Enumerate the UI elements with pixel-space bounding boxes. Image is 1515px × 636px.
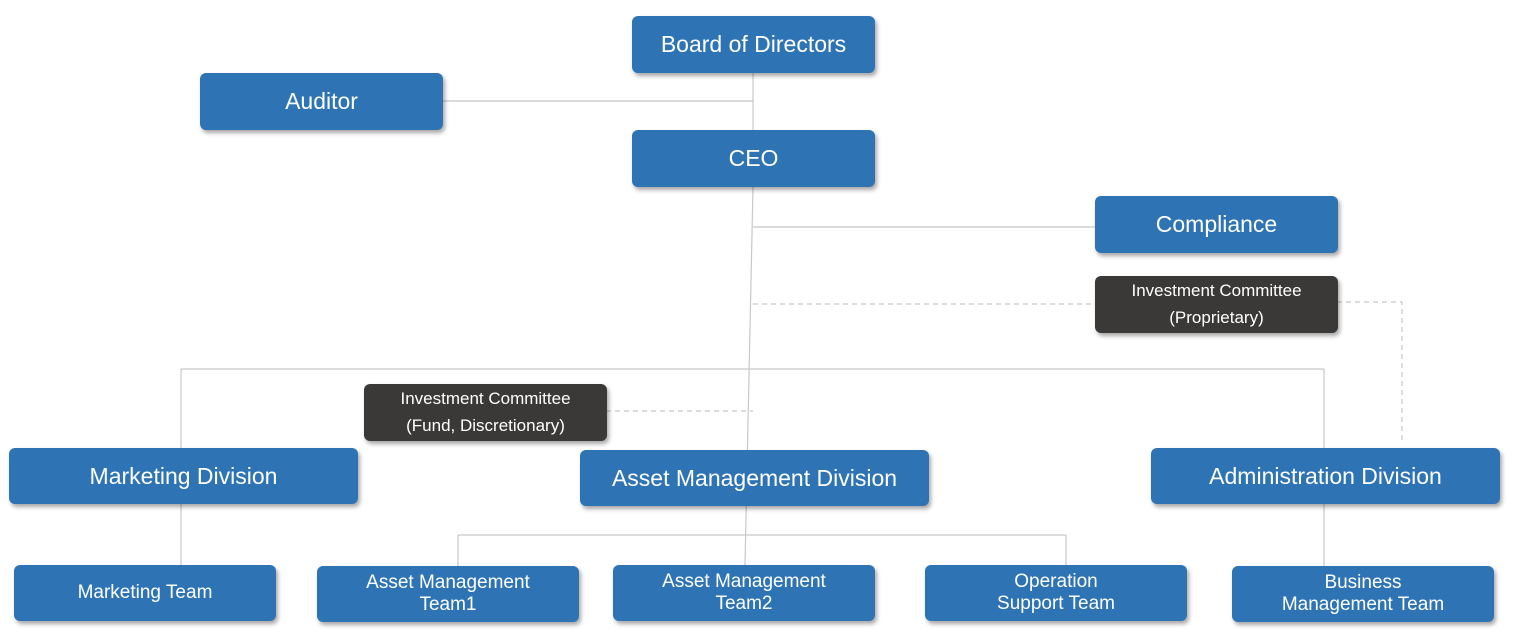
administration-division-box: Administration Division (1151, 448, 1500, 504)
asset-management-team2-box: Asset Management Team2 (613, 565, 875, 621)
investment-committee-fund-box: Investment Committee (Fund, Discretionar… (364, 384, 607, 441)
auditor-box: Auditor (200, 73, 443, 130)
marketing-division-box: Marketing Division (9, 448, 358, 504)
marketing-team-box: Marketing Team (14, 565, 276, 621)
asset-management-team1-box: Asset Management Team1 (317, 566, 579, 622)
board-of-directors-box: Board of Directors (632, 16, 875, 73)
asset-management-division-box: Asset Management Division (580, 450, 929, 506)
investment-committee-proprietary-box: Investment Committee (Proprietary) (1095, 276, 1338, 333)
line-ceo-spine (744, 185, 754, 566)
dash-ic-proprietary-right (1337, 301, 1403, 441)
operation-support-team-box: Operation Support Team (925, 565, 1187, 621)
compliance-box: Compliance (1095, 196, 1338, 253)
ceo-box: CEO (632, 130, 875, 187)
business-management-team-box: Business Management Team (1232, 566, 1494, 622)
